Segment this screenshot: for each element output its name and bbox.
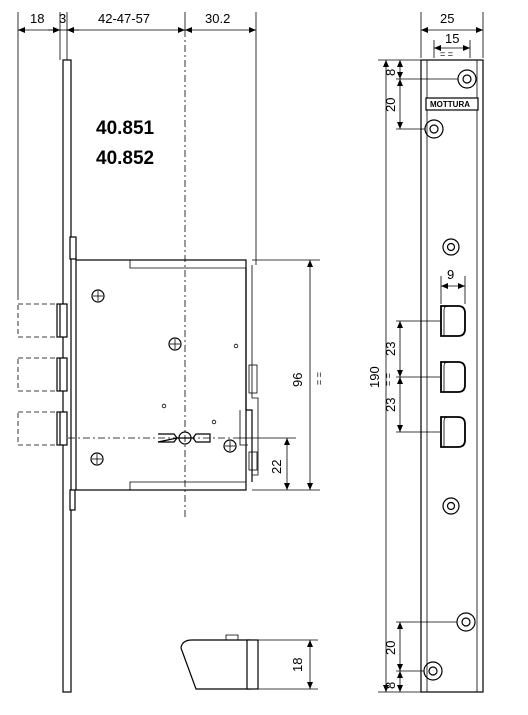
dim-18-bolt: 18 [290,658,305,672]
dim-22: 22 [269,460,284,474]
dim-20-bottom: 20 [383,641,398,655]
hole-icon [457,69,477,89]
bolt-front-3 [440,416,466,448]
dim-42-47-57: 42-47-57 [98,11,150,26]
dim-8-top: 8 [383,69,398,76]
dim-190-equal: = = [383,373,393,386]
dim-96: 96 [290,373,305,387]
screw-icon [91,289,105,303]
dim-25: 25 [440,11,454,26]
hole-icon [442,497,460,515]
bolt-side-3 [17,411,68,446]
dim-18: 18 [30,11,44,26]
bolt-front-2 [440,361,466,393]
dim-15-equal: = = [440,49,453,59]
dim-9: 9 [447,267,454,282]
brand-plate [425,97,479,111]
hole-icon [456,612,476,632]
side-view: 18 3 42-47-57 30.2 40.851 40.852 [17,11,324,693]
faceplate-front [420,59,484,693]
dim-23-b: 23 [383,398,398,412]
brand-label: MOTTURA [430,100,470,109]
dim-8-bottom: 8 [383,682,398,689]
screw-icon [223,439,237,453]
dim-30-2: 30.2 [205,11,230,26]
front-view: 25 15 = = MOTTURA 9 [367,11,484,693]
dim-96-equal: = = [314,372,324,385]
bolt-side-2 [17,357,68,392]
hole-icon [424,119,444,139]
dim-3: 3 [59,11,66,26]
dim-23-a: 23 [383,342,398,356]
screw-icon [90,452,104,466]
model-number-2: 40.852 [96,148,154,169]
dim-190: 190 [367,366,382,388]
hole-icon [442,238,460,256]
dim-15: 15 [445,31,459,46]
model-number-1: 40.851 [96,118,155,139]
bolt-profile: 18 [180,634,318,690]
dim-20-top: 20 [383,98,398,112]
bolt-front-1 [440,305,466,337]
screw-icon [168,337,182,351]
bolt-side-1 [17,303,68,338]
